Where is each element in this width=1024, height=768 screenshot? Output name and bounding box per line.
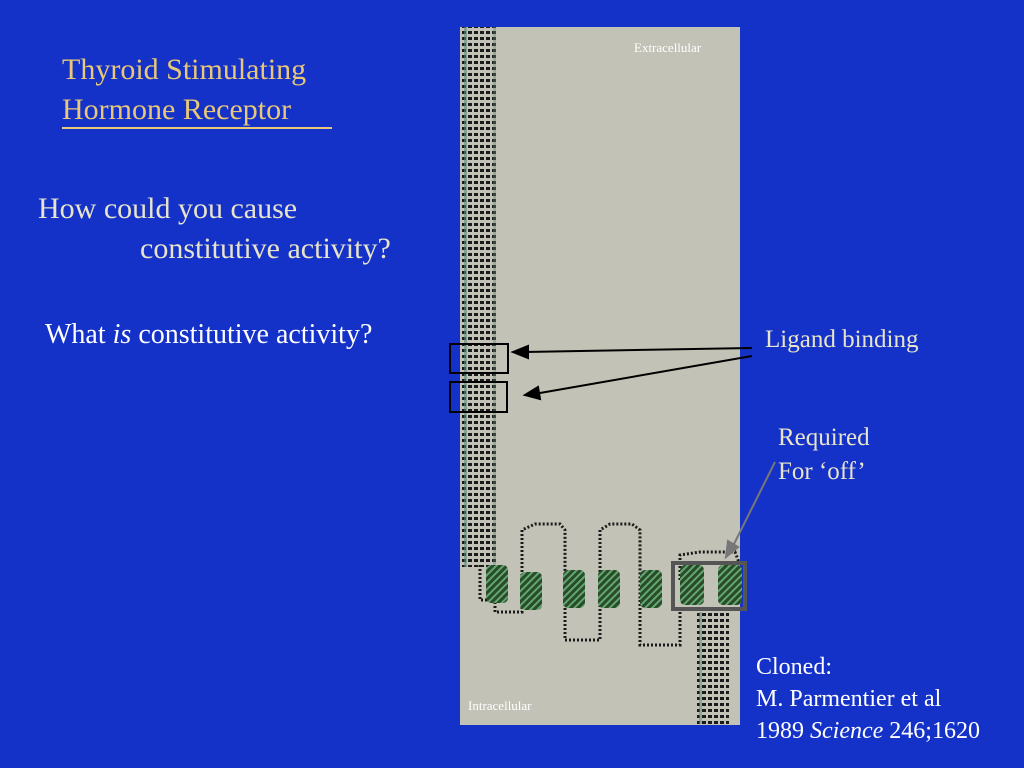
required-off-label: Required For ‘off’ — [778, 421, 870, 489]
title-line-1: Thyroid Stimulating — [62, 53, 307, 86]
extracellular-label: Extracellular — [634, 40, 702, 55]
required-line-2: For ‘off’ — [778, 458, 866, 485]
cloned-line-1: Cloned: — [756, 654, 832, 680]
question-line-1: How could you cause — [38, 192, 298, 225]
required-arrow — [724, 461, 776, 560]
what-prefix: What — [45, 319, 113, 350]
ligand-arrows — [510, 344, 753, 401]
what-emphasis: is — [112, 319, 132, 350]
cloned-line-3: 1989 Science 246;1620 — [756, 715, 980, 747]
helix-segments — [486, 565, 742, 610]
question-line-2: constitutive activity? — [140, 232, 391, 265]
cloned-journal: Science — [810, 718, 884, 744]
off-region-box — [671, 561, 747, 611]
intracellular-tail — [697, 612, 729, 724]
cloned-line-2: M. Parmentier et al — [756, 686, 942, 712]
ligand-binding-label: Ligand binding — [765, 326, 919, 353]
required-line-1: Required — [778, 424, 870, 451]
what-suffix: constitutive activity? — [131, 319, 373, 350]
what-is-question: What is constitutive activity? — [45, 318, 372, 352]
intracellular-label: Intracellular — [468, 698, 532, 713]
ligand-binding-box-1 — [449, 343, 509, 374]
title-line-2: Hormone Receptor — [62, 93, 292, 126]
cloned-year: 1989 — [756, 718, 810, 744]
title-underline — [62, 127, 332, 129]
cloned-ref: 246;1620 — [883, 718, 980, 744]
ligand-binding-box-2 — [449, 381, 508, 413]
extracellular-chain — [462, 27, 498, 567]
cloned-citation: Cloned: M. Parmentier et al 1989 Science… — [756, 651, 980, 747]
slide-title: Thyroid Stimulating Hormone Receptor — [62, 50, 306, 130]
